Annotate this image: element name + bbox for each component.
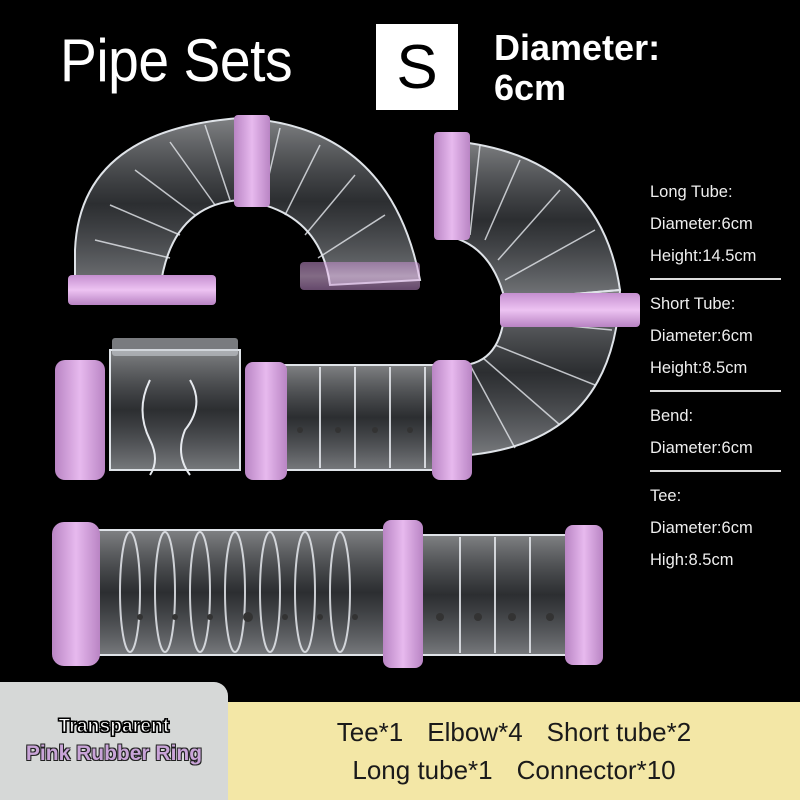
tee-pipe [55, 338, 241, 480]
divider [650, 390, 781, 392]
spec-value: High:8.5cm [650, 551, 734, 569]
diameter-heading: Diameter: 6cm [494, 28, 660, 108]
long-tube-bottom [52, 522, 391, 666]
material-box: Transparent Pink Rubber Ring [0, 682, 228, 800]
contents-row: Tee*1 Elbow*4 Short tube*2 [337, 713, 691, 751]
diameter-label: Diameter: [494, 27, 661, 68]
elbow-pipe-top-left [68, 115, 422, 305]
short-tube-bottom [383, 520, 603, 668]
spec-name: Long Tube: [650, 183, 733, 201]
material-pink-ring-label: Pink Rubber Ring [25, 742, 203, 765]
contents-item-long-tube: Long tube*1 [352, 755, 493, 785]
divider [650, 470, 781, 472]
spec-bend: Bend: Diameter:6cm [650, 400, 782, 464]
spec-short-tube: Short Tube: Diameter:6cm Height:8.5cm [650, 288, 782, 384]
short-tube-middle [245, 360, 472, 480]
spec-value: Height:8.5cm [650, 359, 748, 377]
pipe-set-product-photo [52, 115, 640, 668]
contents-item-elbow: Elbow*4 [427, 717, 523, 747]
material-transparent-label: Transparent [58, 716, 170, 738]
spec-list: Long Tube: Diameter:6cm Height:14.5cm Sh… [650, 176, 782, 580]
contents-item-tee: Tee*1 [336, 717, 404, 747]
spec-value: Diameter:6cm [650, 439, 753, 457]
contents-row: Long tube*1 Connector*10 [352, 751, 675, 789]
spec-name: Tee: [650, 487, 682, 505]
diameter-value: 6cm [494, 67, 567, 108]
elbow-pipe-right [434, 132, 640, 457]
spec-value: Height:14.5cm [650, 247, 757, 265]
size-badge: S [376, 24, 458, 110]
spec-tee: Tee: Diameter:6cm High:8.5cm [650, 480, 782, 576]
divider [650, 278, 781, 280]
spec-name: Short Tube: [650, 295, 736, 313]
spec-long-tube: Long Tube: Diameter:6cm Height:14.5cm [650, 176, 782, 272]
contents-item-connector: Connector*10 [516, 755, 676, 785]
page-title: Pipe Sets [60, 27, 293, 94]
contents-item-short-tube: Short tube*2 [546, 717, 692, 747]
spec-value: Diameter:6cm [650, 327, 753, 345]
spec-value: Diameter:6cm [650, 519, 753, 537]
spec-value: Diameter:6cm [650, 215, 753, 233]
spec-name: Bend: [650, 407, 694, 425]
package-contents: Tee*1 Elbow*4 Short tube*2 Long tube*1 C… [228, 702, 800, 800]
